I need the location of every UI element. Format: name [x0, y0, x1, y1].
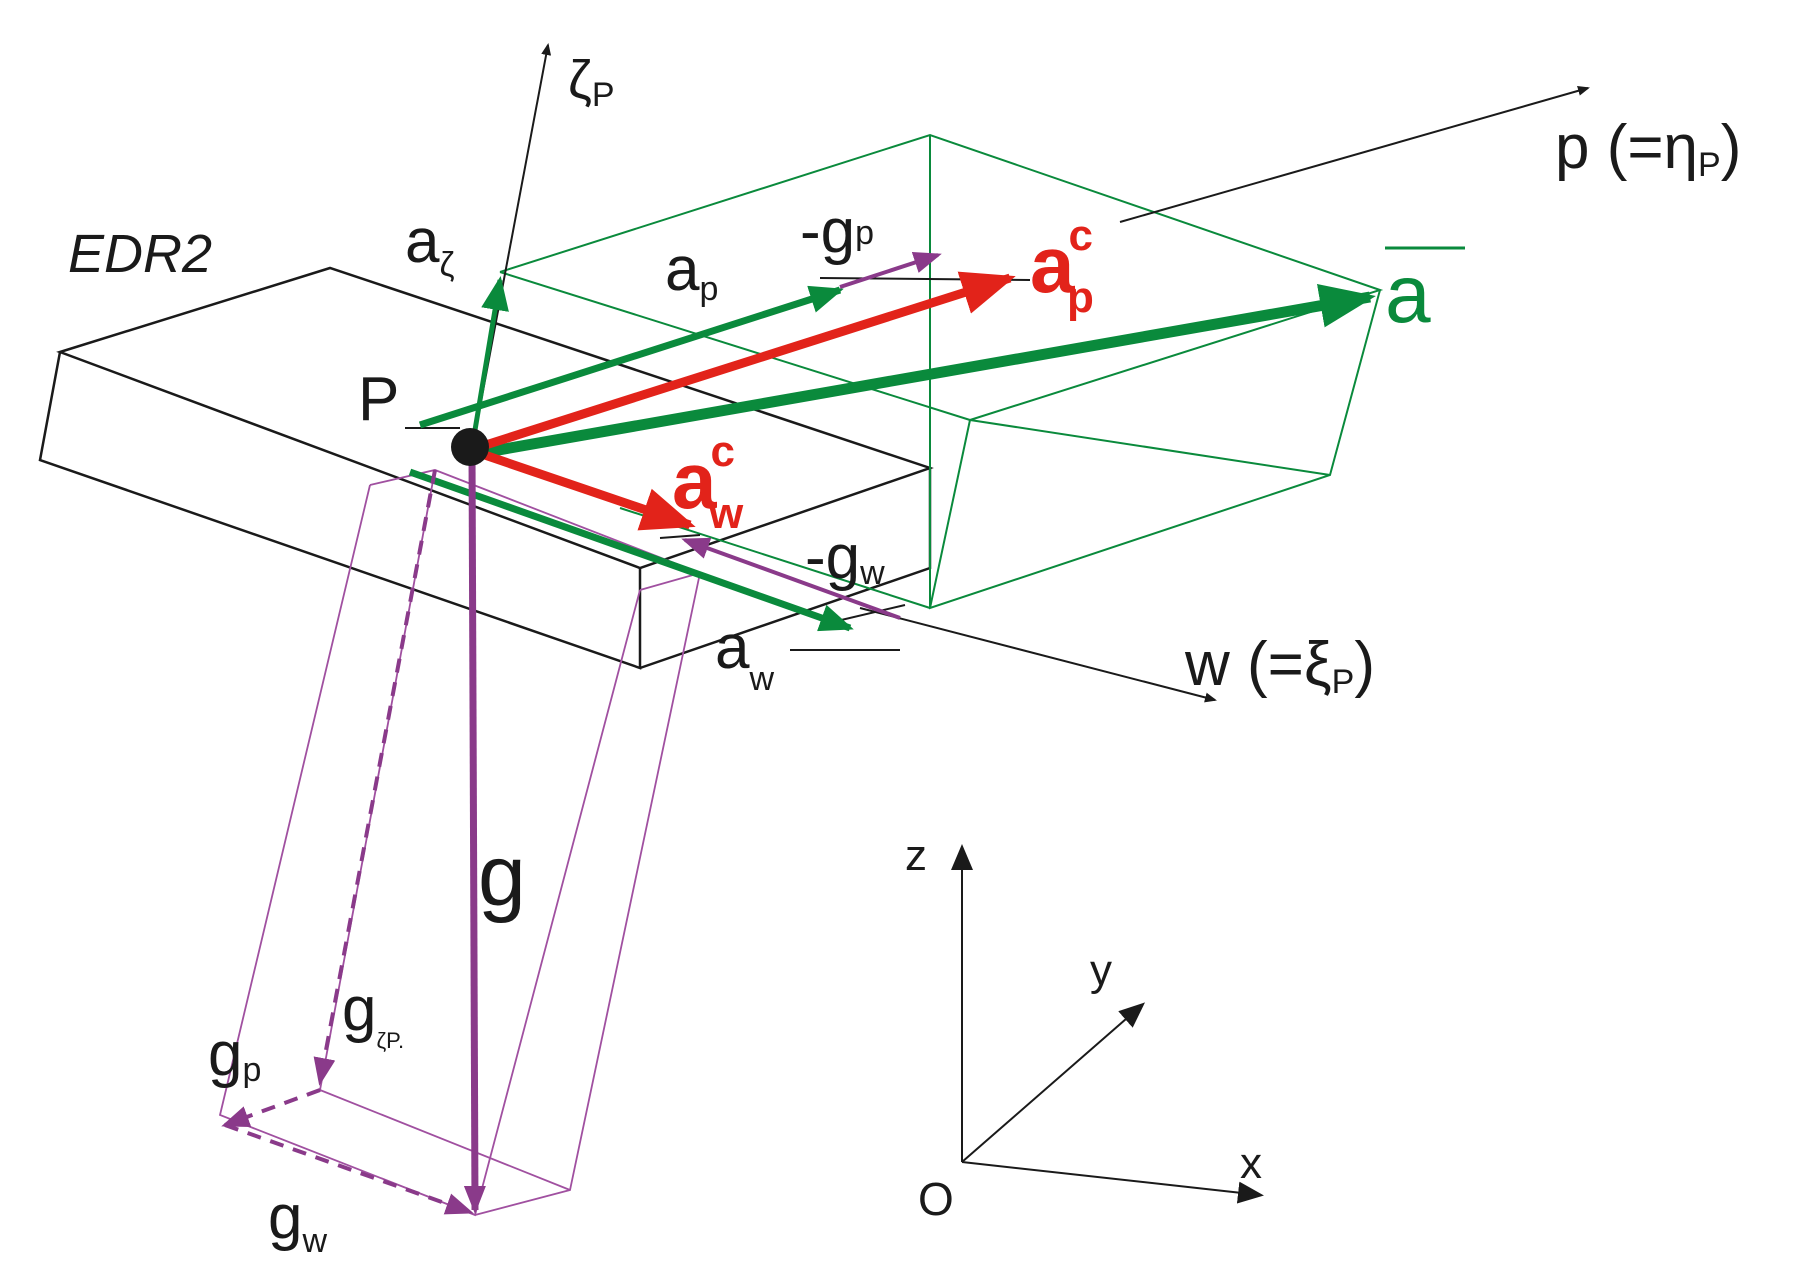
neg-g-p-vector [839, 251, 942, 289]
a-bar-label: a [1385, 249, 1431, 340]
a-zeta-vector [469, 276, 509, 449]
g-w-vector [224, 1123, 474, 1215]
zeta-axis-label: ζP [568, 50, 615, 114]
point-p [451, 428, 489, 466]
x-axis-label: x [1240, 1139, 1262, 1188]
gravity-box [218, 469, 703, 1217]
g-p-vector [221, 1088, 321, 1128]
a-w-vector [408, 468, 854, 632]
g-label: g [478, 828, 526, 924]
origin-label: O [918, 1173, 954, 1225]
a-bar-vector [469, 283, 1376, 461]
point-p-label: P [358, 365, 399, 434]
neg-g-w-vector [681, 537, 901, 620]
w-axis-label: w (=ξP) [1184, 630, 1375, 701]
a-zeta-label: aζ [405, 207, 454, 284]
neg-g-p-label: -gp [800, 197, 874, 266]
a-p-vector [418, 285, 844, 429]
y-axis-label: y [1090, 946, 1112, 995]
a-w-c-vector [468, 445, 696, 531]
edr2-label: EDR2 [68, 224, 212, 284]
z-axis-label: z [905, 831, 927, 880]
p-axis [1119, 85, 1590, 223]
g-zeta-vector [313, 469, 437, 1086]
g-p-label: gp [208, 1020, 261, 1089]
p-axis-label: p (=ηP) [1555, 113, 1741, 184]
g-vector [463, 451, 486, 1214]
global-axes [951, 844, 1264, 1204]
w-axis [859, 607, 1217, 703]
a-p-label: ap [665, 235, 718, 308]
g-zeta-label: gζP. [342, 975, 404, 1053]
g-w-label: gw [268, 1183, 327, 1260]
a-p-c-vector [468, 271, 1016, 455]
neg-g-w-label: -gw [805, 523, 885, 592]
a-w-label: aw [715, 613, 774, 698]
